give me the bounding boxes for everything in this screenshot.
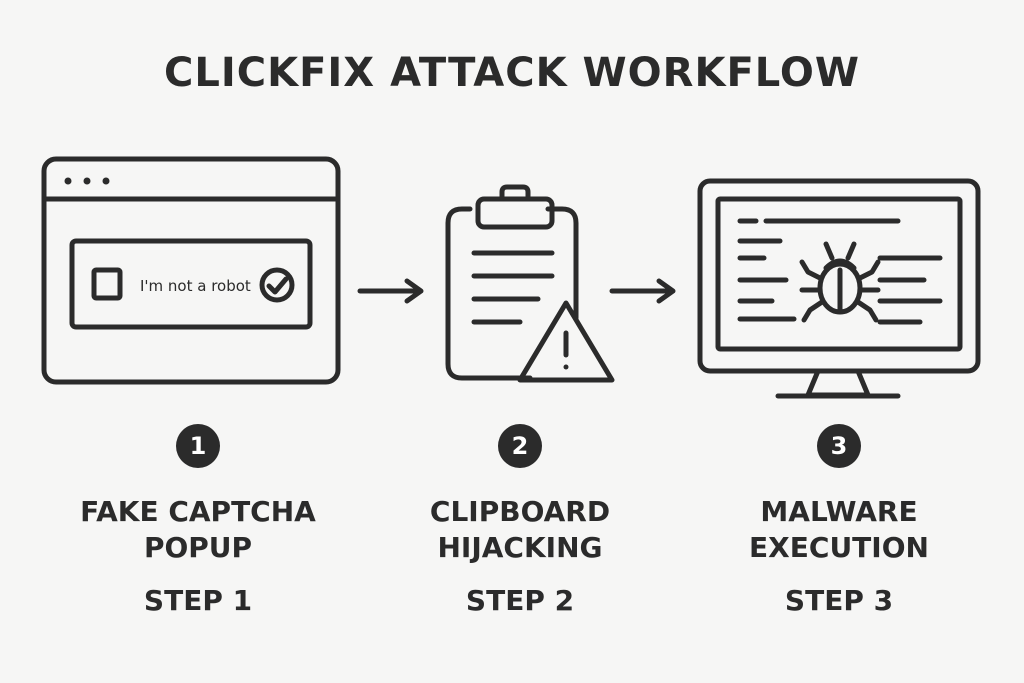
browser-dot-3	[102, 177, 110, 185]
warning-dot	[563, 364, 569, 370]
step-number-badge: 1	[176, 424, 220, 468]
captcha-box	[69, 238, 313, 330]
clipboard-warning-icon	[445, 184, 615, 383]
monitor-screen	[715, 196, 963, 352]
captcha-checkbox[interactable]	[91, 267, 123, 301]
arrow-right-icon	[609, 278, 676, 304]
step-label: STEP 1	[143, 584, 253, 617]
clipboard-right	[545, 206, 579, 321]
checkmark-icon	[266, 276, 289, 295]
step-3: 3 MALWARE EXECUTION	[689, 424, 989, 566]
step-title: MALWARE EXECUTION	[749, 495, 929, 564]
step-number-badge: 2	[498, 424, 542, 468]
clipboard-left	[445, 206, 533, 381]
browser-frame	[41, 156, 341, 385]
clipboard-clip-top	[499, 184, 531, 202]
monitor-bug-icon	[697, 178, 981, 399]
step-1: 1 FAKE CAPTCHA POPUP	[48, 424, 348, 566]
bug-icon	[799, 241, 881, 323]
step-2: 2 CLIPBOARD HIJACKING	[370, 424, 670, 566]
browser-window-captcha-icon	[41, 156, 341, 385]
clipboard-clip	[475, 196, 555, 230]
check-circle-icon	[259, 267, 295, 303]
captcha-label: I'm not a robot	[140, 277, 251, 295]
step-title: CLIPBOARD HIJACKING	[429, 495, 611, 564]
step-title: FAKE CAPTCHA POPUP	[80, 495, 316, 564]
warning-triangle-icon	[517, 300, 615, 383]
step-number-badge: 3	[817, 424, 861, 468]
monitor-frame	[697, 178, 981, 374]
monitor-stand	[805, 368, 871, 398]
bug-head	[823, 258, 857, 271]
step-label: STEP 3	[784, 584, 894, 617]
browser-dot-1	[64, 177, 72, 185]
step-label: STEP 2	[465, 584, 575, 617]
arrow-right-icon	[357, 278, 424, 304]
diagram-title: CLICKFIX ATTACK WORKFLOW	[164, 50, 860, 96]
browser-dot-2	[83, 177, 91, 185]
